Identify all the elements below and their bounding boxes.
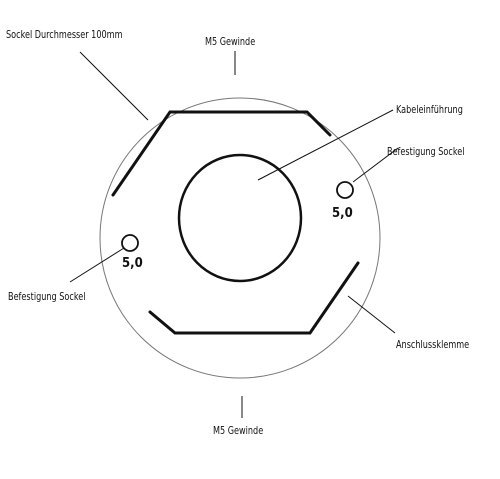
label-hole-left-size: 5,0: [122, 256, 143, 271]
frame-bottom-segment: [148, 261, 360, 335]
frame-top-segment: [111, 110, 332, 197]
mount-hole-left: [121, 234, 139, 252]
leader-cable-entry: [257, 109, 394, 181]
label-m5-top: M5 Gewinde: [205, 35, 256, 48]
leader-terminal: [347, 295, 396, 334]
leader-mount-left: [69, 247, 125, 283]
label-hole-right-size: 5,0: [332, 206, 353, 221]
label-mount-left: Befestigung Sockel: [8, 290, 86, 303]
terminal-frame: [111, 110, 360, 335]
label-cable-entry: Kabeleinführung: [396, 103, 463, 116]
leader-sockel-diameter: [79, 51, 149, 121]
label-sockel-diameter: Sockel Durchmesser 100mm: [6, 28, 123, 41]
mount-hole-right: [336, 181, 354, 199]
cable-entry-circle: [177, 153, 303, 283]
label-terminal: Anschlussklemme: [396, 338, 470, 351]
label-mount-right: Befestigung Sockel: [387, 145, 465, 158]
label-m5-bottom: M5 Gewinde: [213, 424, 264, 437]
sockel-outer-circle: [99, 97, 381, 379]
leader-mount-right: [352, 147, 399, 183]
